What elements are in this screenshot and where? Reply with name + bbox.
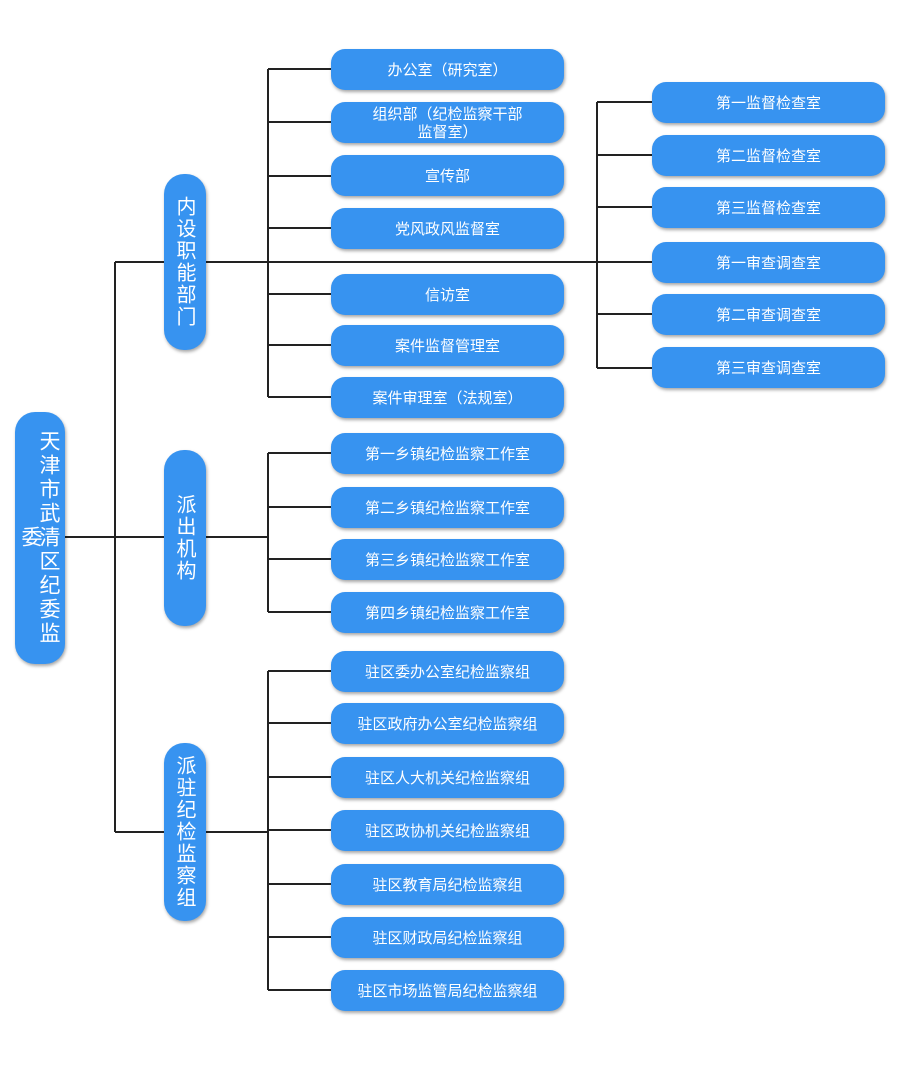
internal-item: 组织部（纪检监察干部 监督室）	[331, 102, 564, 143]
stationed-item: 驻区财政局纪检监察组	[331, 917, 564, 958]
supervision-room-item: 第三监督检查室	[652, 187, 885, 228]
dispatched-item: 第四乡镇纪检监察工作室	[331, 592, 564, 633]
investigation-room-item: 第二审查调查室	[652, 294, 885, 335]
stationed-item: 驻区人大机关纪检监察组	[331, 757, 564, 798]
stationed-item: 驻区政府办公室纪检监察组	[331, 703, 564, 744]
supervision-room-item: 第二监督检查室	[652, 135, 885, 176]
internal-item: 办公室（研究室）	[331, 49, 564, 90]
stationed-item: 驻区政协机关纪检监察组	[331, 810, 564, 851]
stationed-item: 驻区市场监管局纪检监察组	[331, 970, 564, 1011]
investigation-room-item: 第三审查调查室	[652, 347, 885, 388]
supervision-room-item: 第一监督检查室	[652, 82, 885, 123]
root-node: 天津市武清区纪委监委	[15, 412, 65, 664]
dispatched-item: 第三乡镇纪检监察工作室	[331, 539, 564, 580]
internal-item: 党风政风监督室	[331, 208, 564, 249]
dispatched-item: 第一乡镇纪检监察工作室	[331, 433, 564, 474]
investigation-room-item: 第一审查调查室	[652, 242, 885, 283]
dispatched-item: 第二乡镇纪检监察工作室	[331, 487, 564, 528]
branch-stationed-node: 派驻纪检监察组	[164, 743, 206, 921]
internal-item: 宣传部	[331, 155, 564, 196]
branch-internal-node: 内设职能部门	[164, 174, 206, 350]
internal-item: 案件审理室（法规室）	[331, 377, 564, 418]
internal-item: 案件监督管理室	[331, 325, 564, 366]
internal-item: 信访室	[331, 274, 564, 315]
stationed-item: 驻区教育局纪检监察组	[331, 864, 564, 905]
branch-dispatched-node: 派出机构	[164, 450, 206, 626]
stationed-item: 驻区委办公室纪检监察组	[331, 651, 564, 692]
